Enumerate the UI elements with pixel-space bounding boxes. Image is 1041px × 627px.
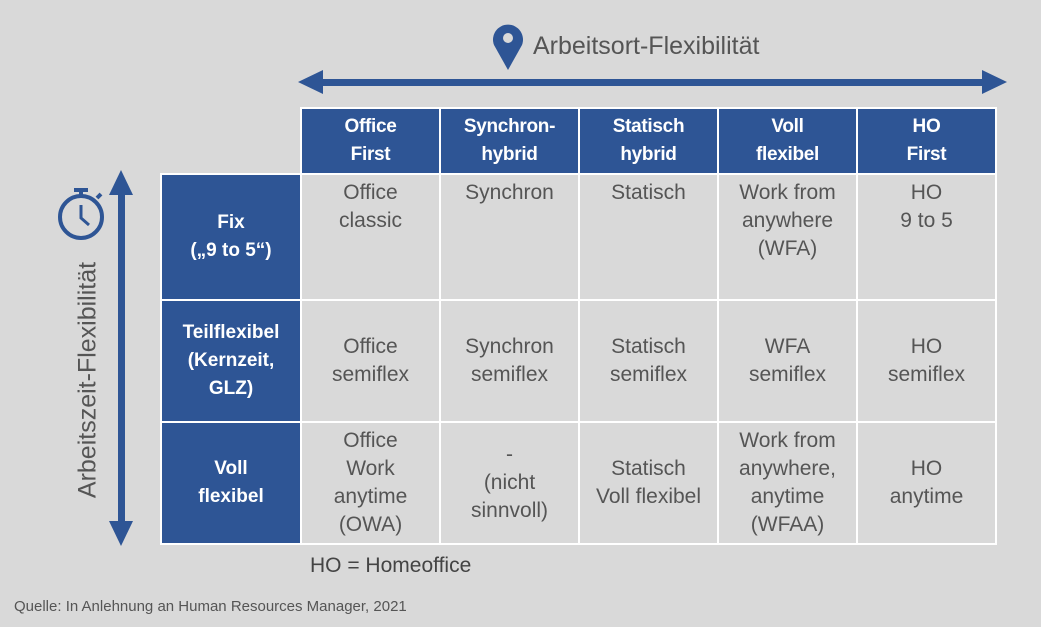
source-citation: Quelle: In Anlehnung an Human Resources … (14, 598, 407, 615)
column-header: Synchron- hybrid (439, 107, 580, 175)
stopwatch-icon (58, 188, 104, 240)
row-header: Teilflexibel (Kernzeit, GLZ) (160, 299, 302, 423)
cell: Statisch (578, 173, 719, 301)
column-header: Voll flexibel (717, 107, 858, 175)
cell: Office classic (300, 173, 441, 301)
corner-blank (161, 108, 301, 174)
cell: WFA semiflex (717, 299, 858, 423)
cell: Office semiflex (300, 299, 441, 423)
cell: Work from anywhere, anytime (WFAA) (717, 421, 858, 545)
row-header: Voll flexibel (160, 421, 302, 545)
cell: Office Work anytime (OWA) (300, 421, 441, 545)
column-header: HO First (856, 107, 997, 175)
column-header: Statisch hybrid (578, 107, 719, 175)
table-row: Teilflexibel (Kernzeit, GLZ) Office semi… (160, 299, 997, 423)
cell: - (nicht sinnvoll) (439, 421, 580, 545)
cell: Synchron semiflex (439, 299, 580, 423)
flexibility-matrix: Office First Synchron- hybrid Statisch h… (160, 107, 997, 545)
column-header: Office First (300, 107, 441, 175)
horizontal-double-arrow (298, 70, 1007, 94)
y-axis-label: Arbeitszeit-Flexibilität (73, 261, 102, 499)
cell: HO 9 to 5 (856, 173, 997, 301)
cell: HO anytime (856, 421, 997, 545)
cell: Statisch Voll flexibel (578, 421, 719, 545)
row-header: Fix („9 to 5“) (160, 173, 302, 301)
abbreviation-note: HO = Homeoffice (310, 554, 472, 577)
x-axis-label: Arbeitsort-Flexibilität (533, 32, 760, 60)
table-row: Fix („9 to 5“) Office classic Synchron S… (160, 173, 997, 301)
cell: Synchron (439, 173, 580, 301)
table-row: Voll flexibel Office Work anytime (OWA) … (160, 421, 997, 545)
cell: Work from anywhere (WFA) (717, 173, 858, 301)
location-pin-icon (493, 24, 523, 70)
cell: Statisch semiflex (578, 299, 719, 423)
cell: HO semiflex (856, 299, 997, 423)
vertical-double-arrow (109, 170, 133, 546)
